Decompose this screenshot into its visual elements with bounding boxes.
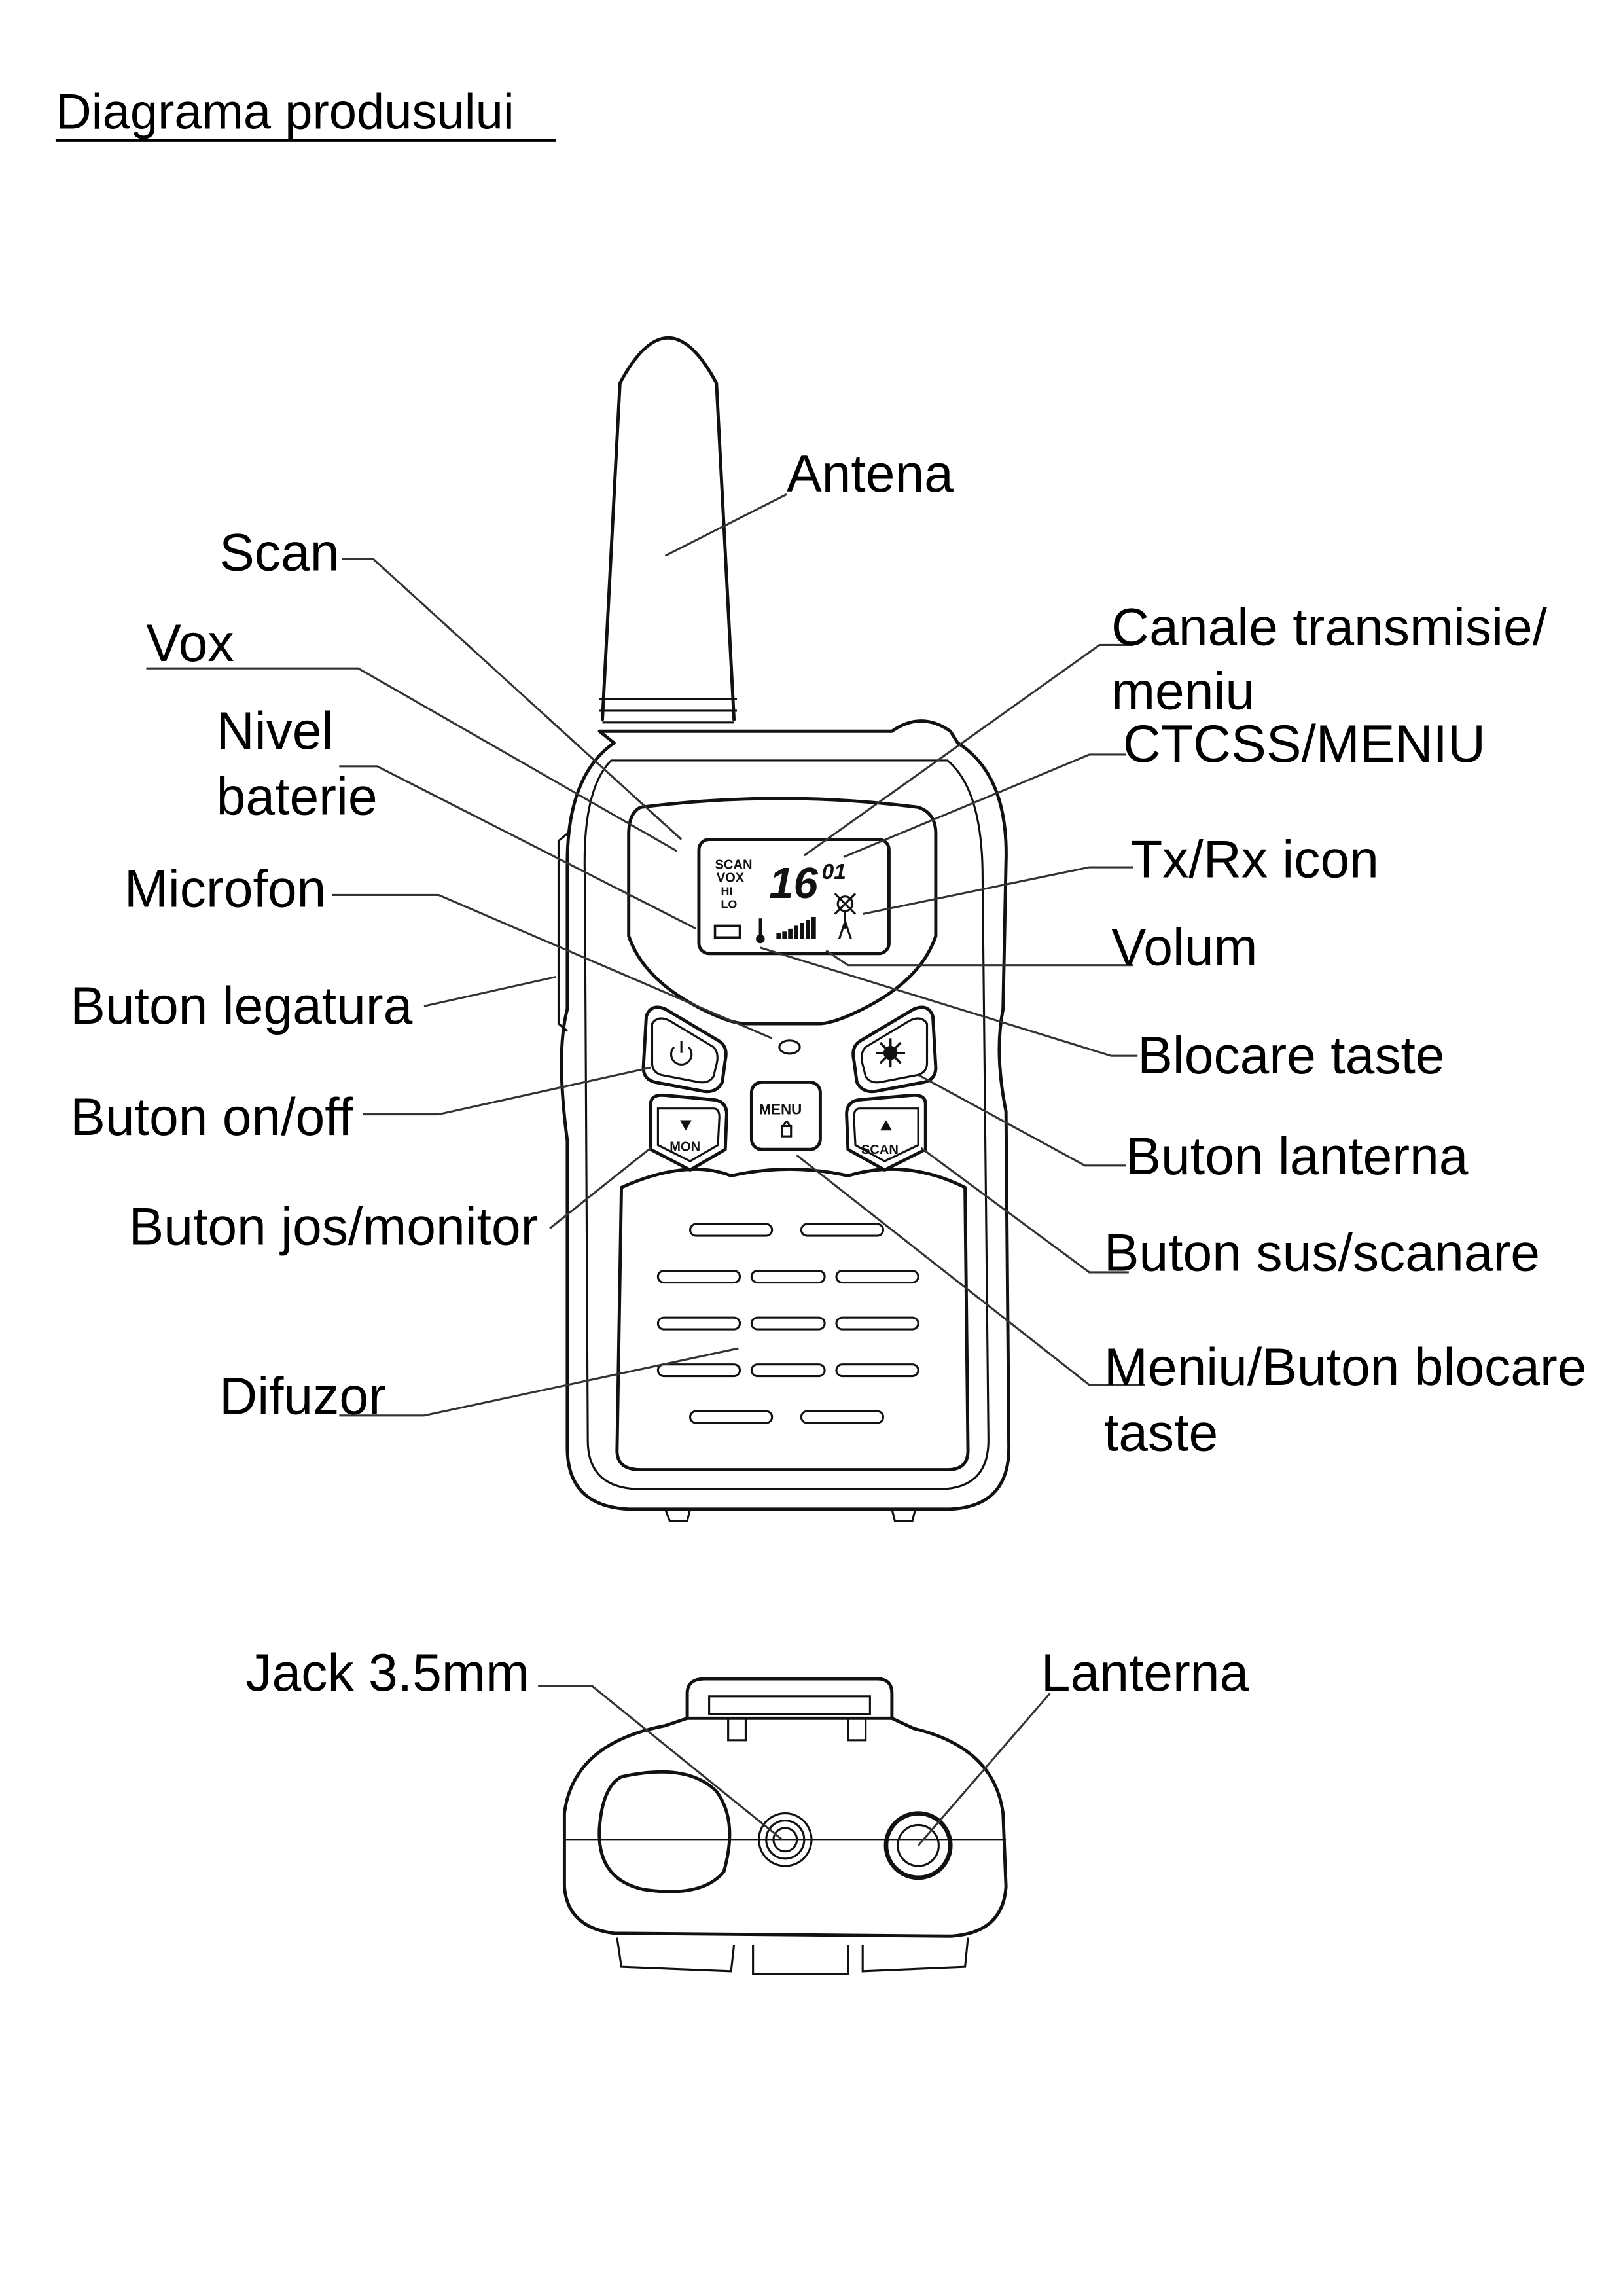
label-up-scan-button: Buton sus/scanare [1104, 1224, 1540, 1283]
label-vox: Vox [146, 614, 234, 673]
label-flashlight: Lanterna [1041, 1643, 1249, 1702]
menu-lock-button[interactable]: MENU [749, 1081, 822, 1151]
label-channels-menu-1: Canale transmisie/ [1111, 598, 1548, 656]
speaker-grille [656, 1223, 919, 1424]
down-arrow-icon [679, 1120, 692, 1131]
flashlight-lens [883, 1811, 953, 1880]
label-power-button: Buton on/off [70, 1088, 353, 1147]
callout-labels: Antena Scan Vox Nivel baterie Microfon B… [70, 444, 1586, 1702]
speaker-panel [615, 1167, 970, 1471]
lcd-hi-indicator: HI [721, 884, 732, 897]
radio-bottom-illustration [562, 1677, 1008, 1975]
bottom-speaker-oval [597, 1770, 732, 1893]
label-key-lock: Blocare taste [1137, 1026, 1444, 1085]
display-bezel [627, 797, 938, 1026]
lcd-vox-indicator: VOX [717, 870, 745, 885]
scan-label: SCAN [861, 1143, 899, 1157]
antenna-shape [601, 336, 736, 721]
power-button[interactable] [641, 1005, 728, 1094]
flashlight-icon [876, 1038, 905, 1068]
lcd-indicators: SCAN VOX HI LO [715, 857, 753, 910]
volume-bars-icon [776, 916, 816, 939]
lcd-lo-indicator: LO [721, 898, 737, 911]
label-ctcss-menu: CTCSS/MENIU [1123, 715, 1486, 774]
label-battery-level-1: Nivel [217, 702, 334, 761]
leader-lines [146, 493, 1145, 1846]
page-title: Diagrama produsului [56, 84, 514, 140]
lcd-screen [697, 838, 891, 956]
label-speaker: Difuzor [219, 1367, 386, 1426]
radio-front-illustration: SCAN VOX HI LO 16 01 [557, 336, 1011, 1522]
label-channels-menu-2: meniu [1111, 662, 1255, 721]
label-microphone: Microfon [124, 859, 326, 918]
radio-body [560, 719, 1011, 1511]
microphone-hole [778, 1039, 801, 1055]
belt-clip [685, 1677, 894, 1720]
lcd-channel: 16 [769, 859, 818, 908]
mon-label: MON [669, 1139, 700, 1154]
up-scan-button[interactable]: SCAN [845, 1093, 927, 1172]
label-menu-lock-button-1: Meniu/Buton blocare [1104, 1338, 1587, 1397]
flashlight-button[interactable] [851, 1005, 938, 1094]
lcd-subcode: 01 [822, 860, 846, 884]
battery-icon [713, 924, 741, 939]
lock-icon [781, 1121, 793, 1138]
label-down-monitor-button: Buton jos/monitor [129, 1197, 539, 1256]
power-icon [669, 1041, 693, 1066]
label-scan: Scan [219, 523, 339, 582]
label-antenna: Antena [787, 444, 954, 503]
bottom-body [562, 1716, 1008, 1938]
down-mon-button[interactable]: MON [649, 1093, 728, 1172]
audio-jack [758, 1812, 813, 1867]
txrx-icon [834, 893, 857, 939]
label-flashlight-button: Buton lanterna [1126, 1127, 1468, 1186]
label-link-button: Buton legatura [70, 977, 412, 1035]
lcd-scan-indicator: SCAN [715, 857, 753, 872]
up-arrow-icon [880, 1120, 892, 1131]
label-txrx-icon: Tx/Rx icon [1130, 831, 1379, 889]
menu-label: MENU [759, 1102, 802, 1118]
label-menu-lock-button-2: taste [1104, 1403, 1218, 1462]
label-battery-level-2: baterie [217, 768, 378, 827]
label-jack: Jack 3.5mm [245, 1643, 529, 1702]
label-volume: Volum [1111, 918, 1258, 977]
